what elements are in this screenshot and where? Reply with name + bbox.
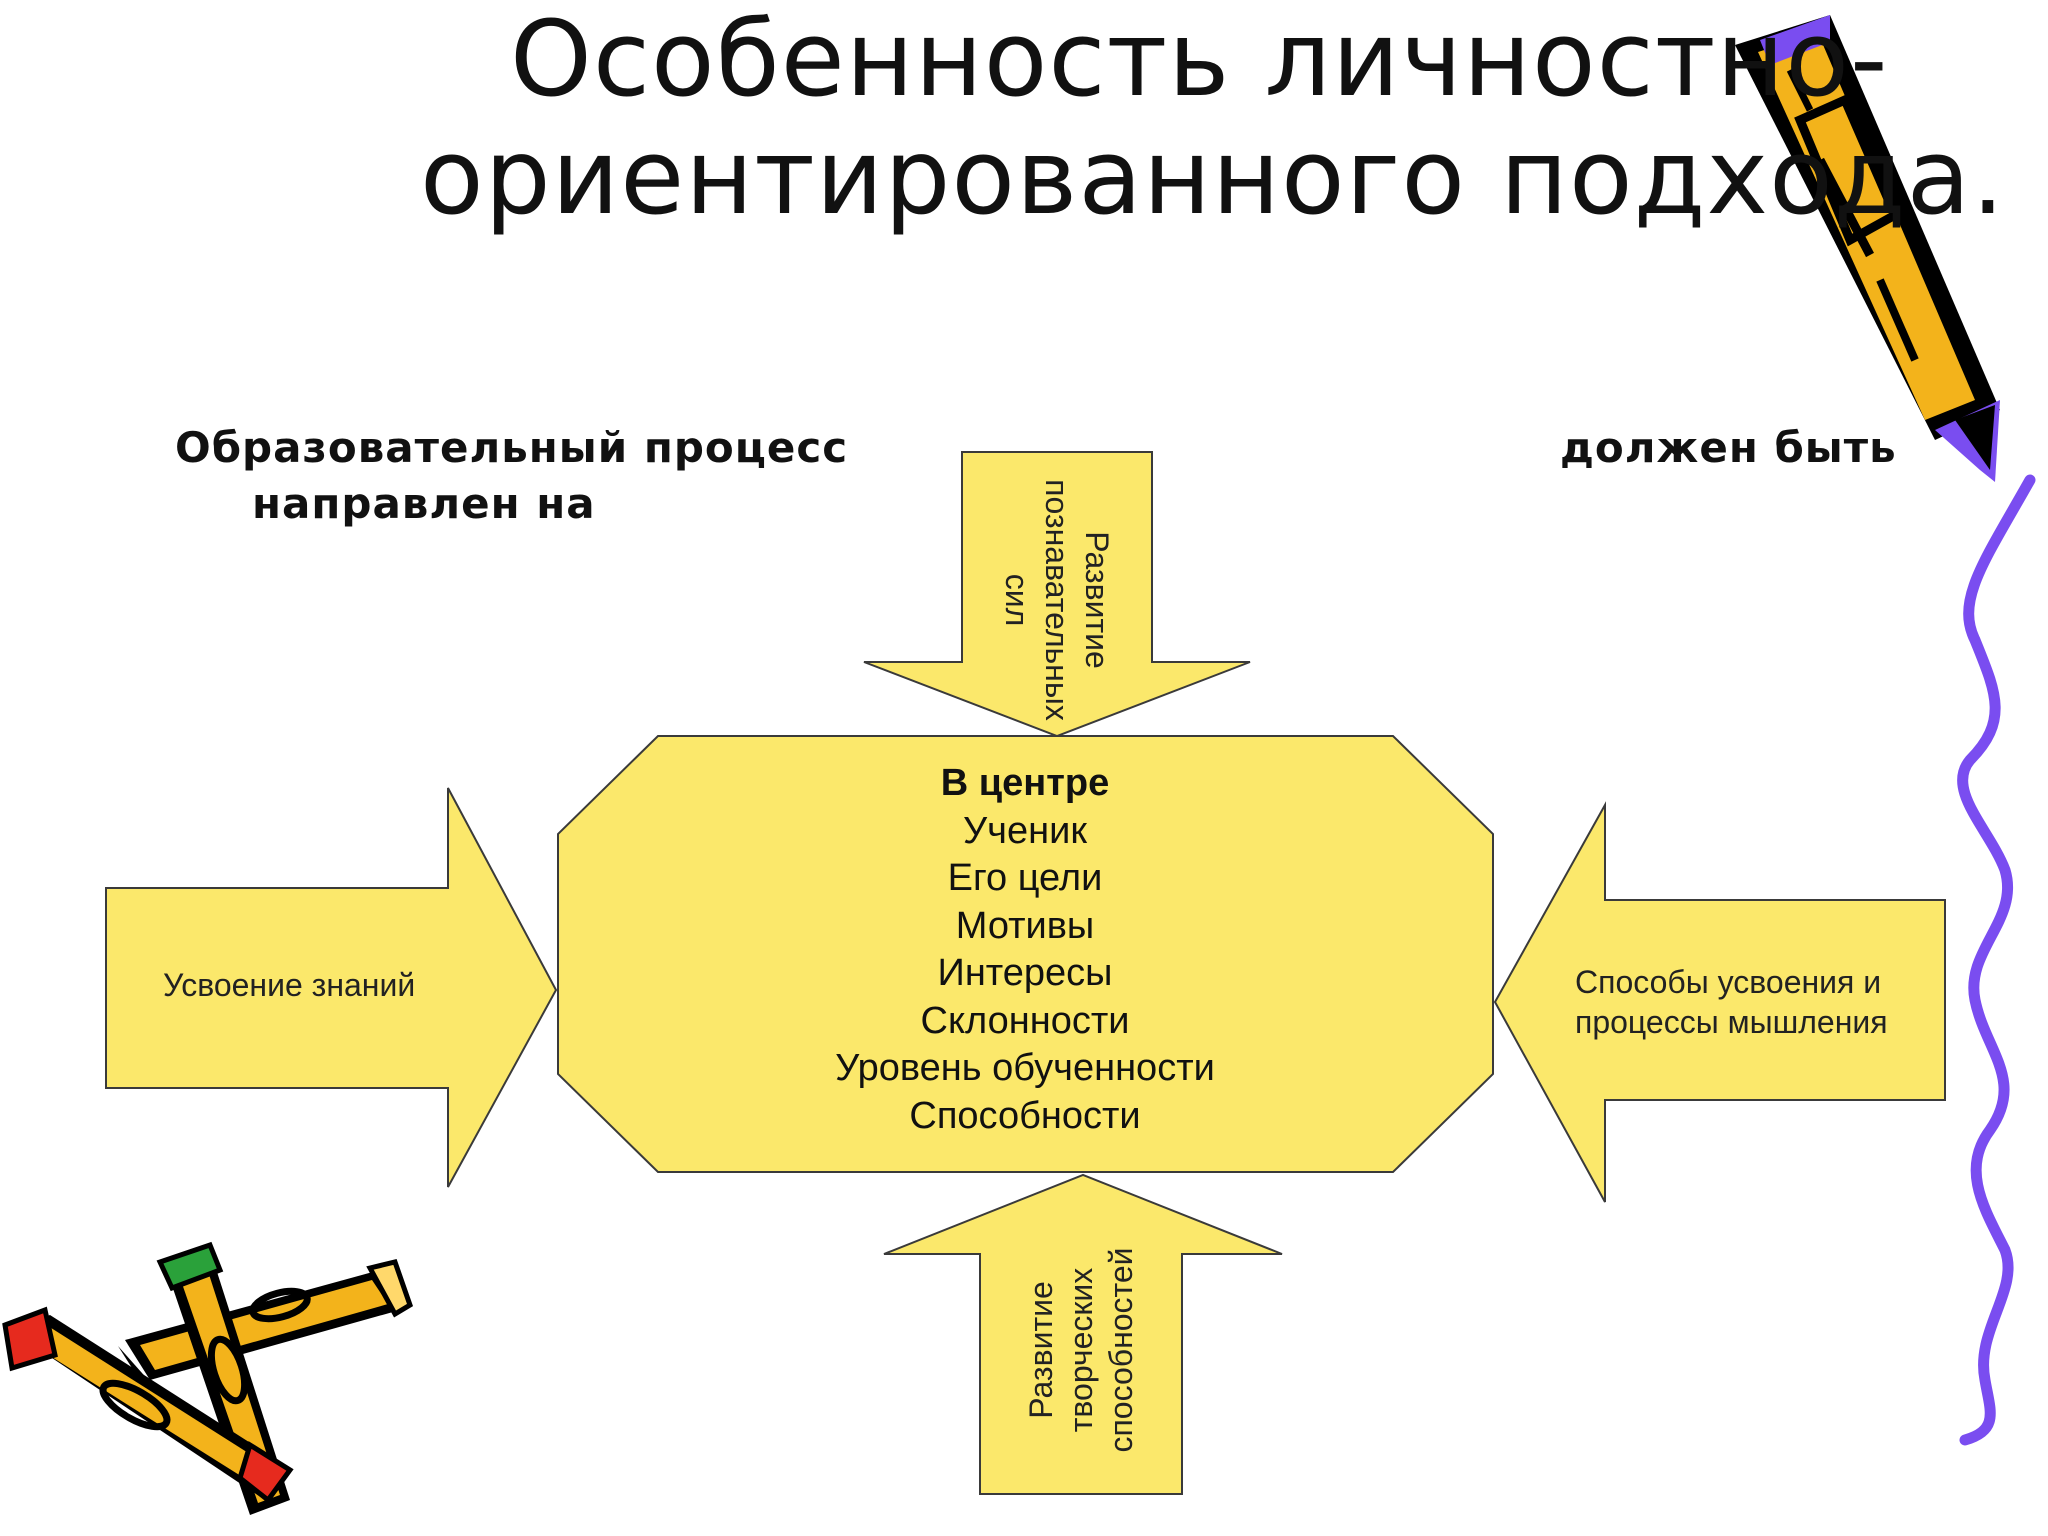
pencils-icon <box>2 1241 414 1515</box>
arrow-right-label-line: Способы усвоения и <box>1575 964 1882 1000</box>
left-note-line-1: Образовательный процесс <box>175 423 849 472</box>
arrow-bottom-label-line: творческих <box>1063 1267 1099 1433</box>
left-note-line-2: направлен на <box>252 479 596 528</box>
arrow-right-label-line: процессы мышления <box>1575 1004 1888 1040</box>
center-text: В центре Ученик Его цели Мотивы Интересы… <box>560 760 1490 1140</box>
pencil-icon <box>1735 15 2000 482</box>
right-note: должен быть <box>1560 423 1897 472</box>
center-item: Мотивы <box>955 904 1095 947</box>
arrow-top-label-line: Развитие <box>1079 531 1115 669</box>
title-line-2: ориентированного подхода. <box>420 116 2006 238</box>
arrow-bottom <box>883 1173 1283 1495</box>
arrow-left-label-line: Усвоение знаний <box>163 967 416 1003</box>
title-line-1: Особенность личностно- <box>510 0 1889 120</box>
arrow-top <box>863 451 1251 738</box>
slide-title: Особенность личностно- ориентированного … <box>420 0 2006 238</box>
arrow-bottom-label-line: способностей <box>1103 1247 1139 1453</box>
center-item: Уровень обученности <box>835 1047 1215 1089</box>
arrow-bottom-label-line: Развитие <box>1023 1281 1059 1419</box>
arrow-bottom-label: Развитие творческих способностей <box>1021 1247 1141 1452</box>
decorative-squiggle-line <box>1957 474 2036 1446</box>
arrow-top-label-line: познавательных <box>1039 479 1075 721</box>
arrow-top-label: Развитие познавательных сил <box>997 479 1117 721</box>
arrow-top-label-line: сил <box>999 573 1035 627</box>
center-heading: В центре <box>940 762 1110 804</box>
center-item: Склонности <box>920 999 1130 1042</box>
center-item: Способности <box>909 1094 1141 1137</box>
center-octagon <box>557 735 1494 1173</box>
left-note: Образовательный процесс направлен на <box>175 420 848 532</box>
arrow-right <box>1493 801 1946 1203</box>
arrow-left-label: Усвоение знаний <box>163 965 415 1005</box>
center-item: Интересы <box>937 952 1113 994</box>
arrow-left <box>105 787 558 1188</box>
center-item: Его цели <box>947 857 1103 899</box>
arrow-right-label: Способы усвоения и процессы мышления <box>1575 962 1888 1042</box>
center-item: Ученик <box>963 809 1087 852</box>
